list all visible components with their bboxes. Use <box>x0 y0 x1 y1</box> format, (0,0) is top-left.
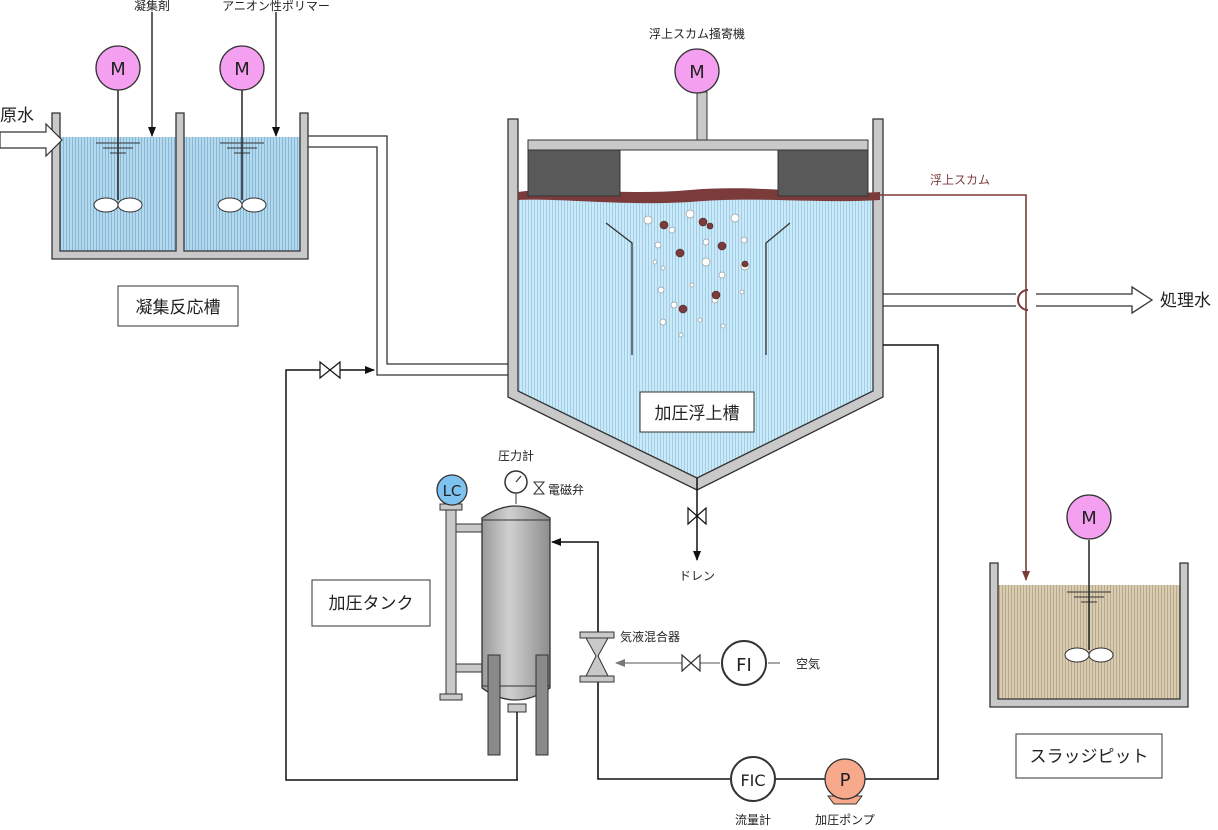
flocs <box>659 217 749 314</box>
flow-indicator: FI <box>721 640 767 686</box>
sludge-pit-label-box <box>1015 733 1163 779</box>
pump-suction-line <box>862 344 939 780</box>
pressure-pump: P <box>824 758 866 805</box>
coagulant-label: 凝集剤 <box>134 0 170 13</box>
anionic-polymer-label: アニオン性ポリマー <box>222 0 330 13</box>
motor-sludge: M <box>1066 494 1112 540</box>
solenoid-valve-label: 電磁弁 <box>548 482 584 497</box>
level-controller: LC <box>436 474 468 506</box>
gas-liquid-mixer-label: 気液混合器 <box>620 629 680 644</box>
coagulation-tank <box>51 12 309 260</box>
coag-tank-label: 凝集反応槽 <box>136 298 221 318</box>
pressure-tank-label: 加圧タンク <box>329 594 414 614</box>
pressure-tank <box>439 470 551 780</box>
recycle-line <box>285 360 518 781</box>
sludge-pit-label: スラッジピット <box>1030 747 1149 767</box>
fi-label: FI <box>736 655 752 676</box>
motor-label: M <box>689 62 705 83</box>
motor-coag-1: M <box>95 45 141 91</box>
pressure-gauge-label: 圧力計 <box>498 448 534 463</box>
air-label: 空気 <box>796 656 820 671</box>
sludge-pit <box>989 540 1189 708</box>
motor-label: M <box>1081 508 1097 529</box>
fic-label: FIC <box>740 771 765 790</box>
motor-coag-2: M <box>219 45 265 91</box>
lc-label: LC <box>443 482 462 500</box>
treated-water-label: 処理水 <box>1160 291 1211 311</box>
daf-tank-label-box <box>639 391 755 433</box>
flow-indicator-controller: FIC <box>730 756 776 802</box>
drain-label: ドレン <box>679 569 715 583</box>
pressure-tank-label-box <box>311 579 431 627</box>
scum-scraper-label: 浮上スカム掻寄機 <box>649 26 745 41</box>
floating-scum-label: 浮上スカム <box>930 173 990 187</box>
scum-line <box>880 194 1030 581</box>
raw-water-label: 原水 <box>0 106 34 126</box>
pressure-pump-label: 加圧ポンプ <box>815 813 875 827</box>
daf-tank-label: 加圧浮上槽 <box>655 404 740 424</box>
gas-liquid-mixer <box>579 631 780 683</box>
daf-tank <box>507 91 884 491</box>
flow-meter-label: 流量計 <box>735 812 771 827</box>
motor-label: M <box>110 59 126 80</box>
motor-scraper: M <box>674 48 720 94</box>
motor-label: M <box>234 59 250 80</box>
coag-tank-label-box <box>117 285 239 327</box>
pump-label: P <box>840 770 851 791</box>
drain <box>687 478 707 561</box>
treated-water-pipe <box>883 285 1154 315</box>
raw-water-arrow <box>0 122 63 158</box>
